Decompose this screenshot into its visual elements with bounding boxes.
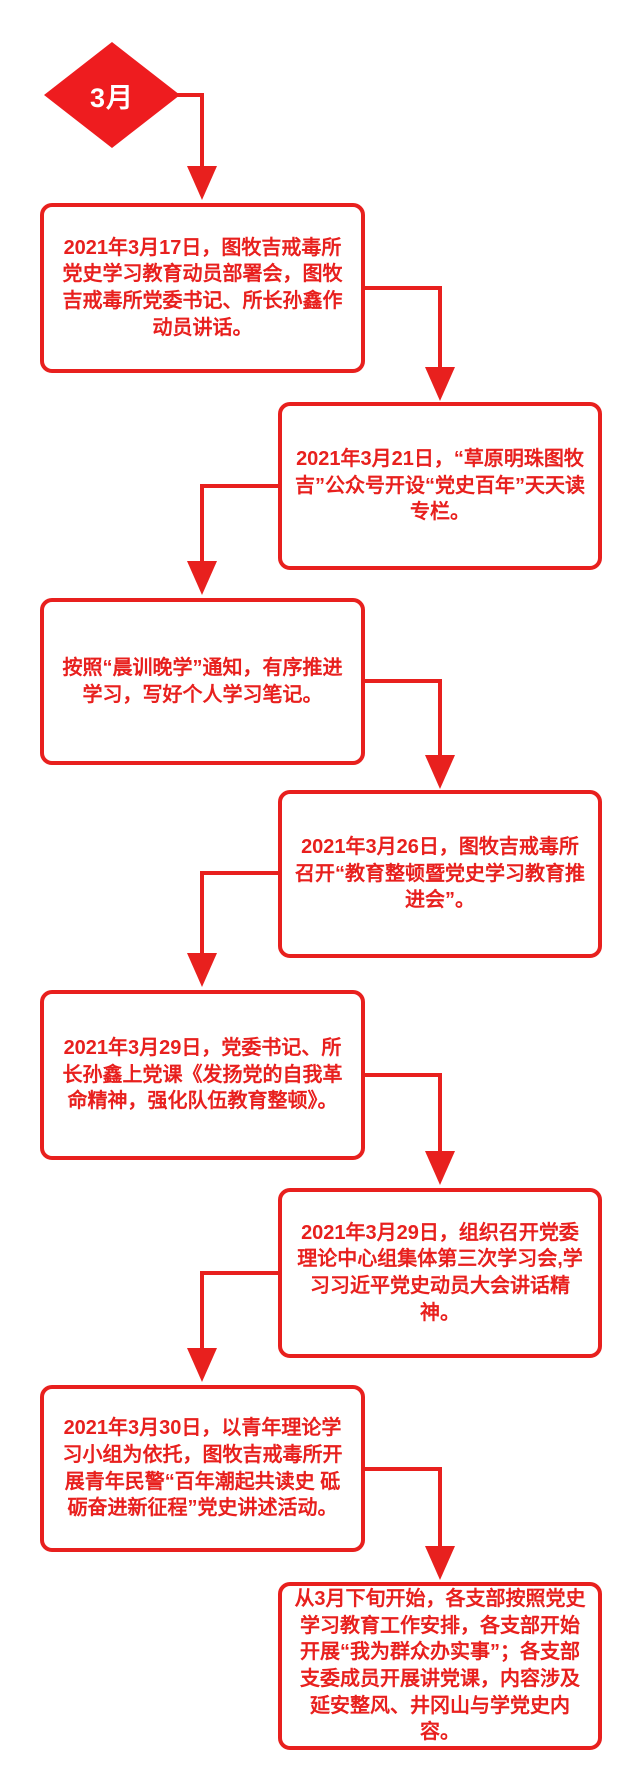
arrow-down-icon xyxy=(187,561,217,595)
connector-line xyxy=(438,286,442,370)
flow-node-3: 按照“晨训晚学”通知，有序推进学习，写好个人学习笔记。 xyxy=(40,598,365,765)
connector-line xyxy=(200,1271,204,1351)
arrow-down-icon xyxy=(187,953,217,987)
flow-node-4: 2021年3月26日，图牧吉戒毒所召开“教育整顿暨党史学习教育推进会”。 xyxy=(278,790,602,958)
connector-line xyxy=(438,1467,442,1549)
arrow-down-icon xyxy=(187,1348,217,1382)
flow-node-7: 2021年3月30日，以青年理论学习小组为依托，图牧吉戒毒所开展青年民警“百年潮… xyxy=(40,1385,365,1552)
connector-line xyxy=(200,484,280,488)
connector-line xyxy=(363,1467,442,1471)
connector-line xyxy=(438,1073,442,1154)
flow-node-6: 2021年3月29日，组织召开党委理论中心组集体第三次学习会,学习习近平党史动员… xyxy=(278,1188,602,1358)
arrow-down-icon xyxy=(187,166,217,200)
arrow-down-icon xyxy=(425,367,455,401)
flow-node-2: 2021年3月21日，“草原明珠图牧吉”公众号开设“党史百年”天天读专栏。 xyxy=(278,402,602,570)
connector-line xyxy=(200,871,204,956)
arrow-down-icon xyxy=(425,755,455,789)
connector-line xyxy=(363,286,442,290)
flow-node-1: 2021年3月17日，图牧吉戒毒所党史学习教育动员部署会，图牧吉戒毒所党委书记、… xyxy=(40,203,365,373)
flow-node-8: 从3月下旬开始，各支部按照党史学习教育工作安排，各支部开始开展“我为群众办实事”… xyxy=(278,1582,602,1750)
flow-node-5: 2021年3月29日，党委书记、所长孙鑫上党课《发扬党的自我革命精神，强化队伍教… xyxy=(40,990,365,1160)
month-diamond: 3月 xyxy=(44,42,180,148)
connector-line xyxy=(176,93,204,97)
connector-line xyxy=(200,93,204,169)
connector-line xyxy=(200,484,204,564)
arrow-down-icon xyxy=(425,1546,455,1580)
connector-line xyxy=(363,679,442,683)
connector-line xyxy=(363,1073,442,1077)
connector-line xyxy=(438,679,442,758)
connector-line xyxy=(200,871,280,875)
arrow-down-icon xyxy=(425,1151,455,1185)
month-label: 3月 xyxy=(89,82,135,113)
connector-line xyxy=(200,1271,280,1275)
